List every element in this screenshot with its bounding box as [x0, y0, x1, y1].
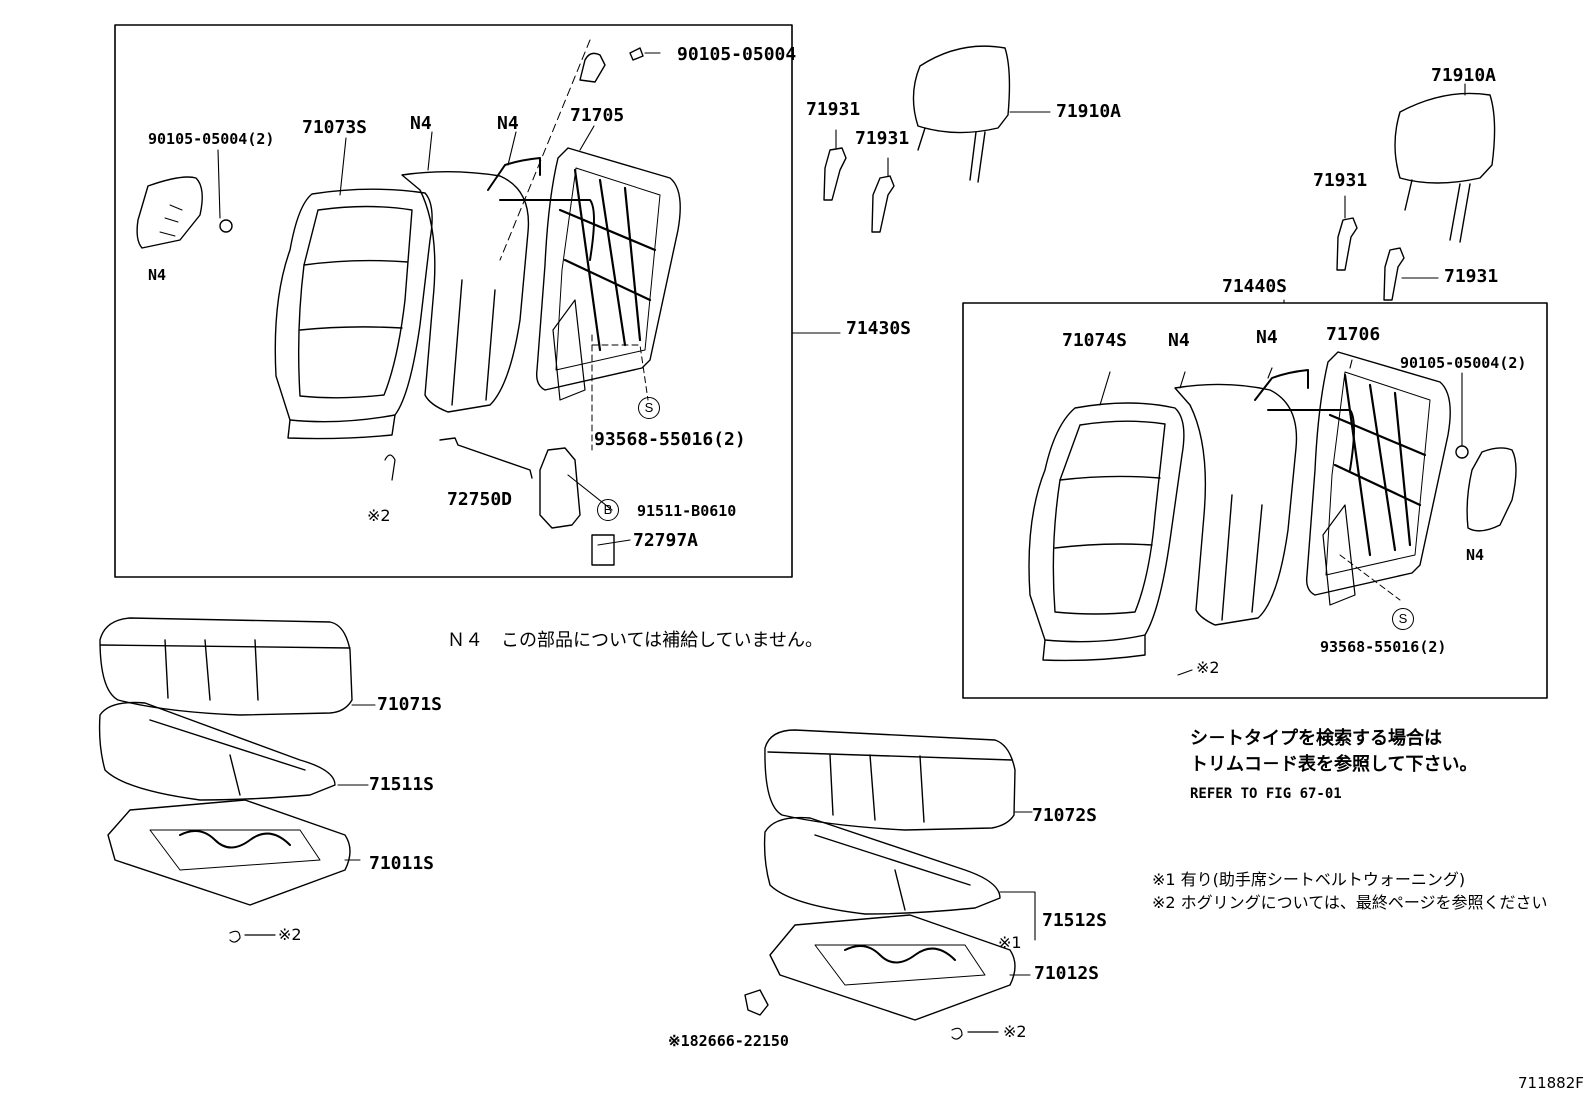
part-label-71931-a: 71931	[806, 99, 861, 120]
part-label-71706: 71706	[1326, 324, 1381, 345]
left-seatback-assembly-frame	[114, 24, 793, 578]
part-label-n4-c: N4	[148, 266, 167, 284]
part-label-71440S: 71440S	[1222, 276, 1288, 297]
seatback-frame-left	[535, 147, 681, 401]
part-label-71910A-a: 71910A	[1056, 101, 1122, 122]
leaders-right	[1099, 299, 1463, 676]
cushion-frame-right	[769, 914, 1031, 1021]
headrest-left	[912, 45, 1051, 183]
circle-s-left: S	[638, 397, 660, 419]
part-label-71910A-b: 71910A	[1431, 65, 1497, 86]
leader-dash-right	[1339, 554, 1401, 601]
part-label-71430S: 71430S	[846, 318, 912, 339]
note-2-right-seatback: ※2	[1196, 658, 1220, 677]
circle-b: B	[597, 499, 619, 521]
note-1-cushion: ※1	[998, 933, 1022, 952]
note-2-left-seatback: ※2	[367, 506, 391, 525]
footnote-1: ※1 有り(助手席シートベルトウォーニング)	[1152, 870, 1466, 889]
seatback-frame-right	[1305, 351, 1451, 606]
seat-type-note-line2: トリムコ－ド表を参照して下さい。	[1190, 754, 1478, 775]
part-label-90105-05004-2-right: 90105-05004(2)	[1400, 354, 1527, 372]
part-label-90105-05004-2-left: 90105-05004(2)	[148, 130, 275, 148]
seatback-pad-left	[401, 171, 530, 413]
part-label-n4-f: N4	[1466, 546, 1485, 564]
part-label-72750D: 72750D	[447, 489, 513, 510]
hog-ring-left-cushion	[229, 930, 276, 943]
seatback-cover-right	[1028, 402, 1185, 662]
refer-fig-note: REFER TO FIG 67-01	[1190, 786, 1342, 802]
part-label-71705: 71705	[570, 105, 625, 126]
part-label-93568-55016-2-right: 93568-55016(2)	[1320, 638, 1447, 656]
part-label-93568-55016-2-left: 93568-55016(2)	[594, 429, 746, 450]
part-label-91511-B0610: 91511-B0610	[637, 502, 737, 520]
cushion-cover-right	[764, 729, 1033, 831]
seat-type-note-line1: シ－トタイプを検索する場合は	[1190, 728, 1442, 749]
part-label-71073S: 71073S	[302, 117, 368, 138]
seatback-cover-left	[274, 188, 433, 440]
part-label-n4-a: N4	[410, 113, 432, 134]
circle-s-right: S	[1392, 608, 1414, 630]
part-label-71072S: 71072S	[1032, 805, 1098, 826]
note-2-right-cushion: ※2	[1003, 1022, 1027, 1041]
headrest-right	[1394, 83, 1496, 243]
part-label-71071S: 71071S	[377, 694, 443, 715]
part-label-82666-22150: ※182666-22150	[668, 1032, 789, 1050]
n4-note: Ｎ４ この部品については補給していません。	[447, 630, 824, 651]
side-cover-right	[1455, 445, 1517, 532]
cushion-frame-left	[107, 799, 361, 906]
leader-dash-top	[499, 39, 591, 261]
footnote-2: ※2 ホグリングについては、最終ページを参照ください	[1152, 893, 1548, 912]
part-label-71074S: 71074S	[1062, 330, 1128, 351]
leader-dash-left	[591, 334, 649, 451]
part-label-90105-05004-top: 90105-05004	[677, 44, 797, 65]
part-label-n4-d: N4	[1168, 330, 1190, 351]
part-label-71512S: 71512S	[1042, 910, 1108, 931]
part-label-71011S: 71011S	[369, 853, 435, 874]
hog-ring-left	[384, 454, 396, 481]
clip-82666	[744, 989, 769, 1016]
cushion-pad-left	[98, 701, 369, 801]
part-label-n4-b: N4	[497, 113, 519, 134]
seatback-pad-right	[1174, 383, 1298, 626]
note-2-left-cushion: ※2	[278, 925, 302, 944]
part-label-71931-c: 71931	[1313, 170, 1368, 191]
headrest-guide-wire-right	[1254, 369, 1355, 471]
right-seatback-assembly-frame	[962, 302, 1548, 699]
side-cover-left	[136, 176, 233, 249]
hog-ring-right-cushion	[951, 1027, 999, 1040]
headrest-guides	[823, 129, 1439, 301]
part-label-71012S: 71012S	[1034, 963, 1100, 984]
part-label-n4-e: N4	[1256, 327, 1278, 348]
cushion-cover-left	[99, 617, 376, 716]
leaders-left	[217, 52, 841, 546]
part-label-71511S: 71511S	[369, 774, 435, 795]
part-label-72797A: 72797A	[633, 530, 699, 551]
illustration-code: 711882F	[1518, 1074, 1584, 1092]
part-label-71931-d: 71931	[1444, 266, 1499, 287]
headrest-guide-wire-left	[487, 157, 595, 261]
cushion-pad-right	[763, 816, 1036, 941]
recliner-left	[439, 437, 615, 566]
part-label-71931-b: 71931	[855, 128, 910, 149]
bolt-top	[579, 47, 644, 83]
